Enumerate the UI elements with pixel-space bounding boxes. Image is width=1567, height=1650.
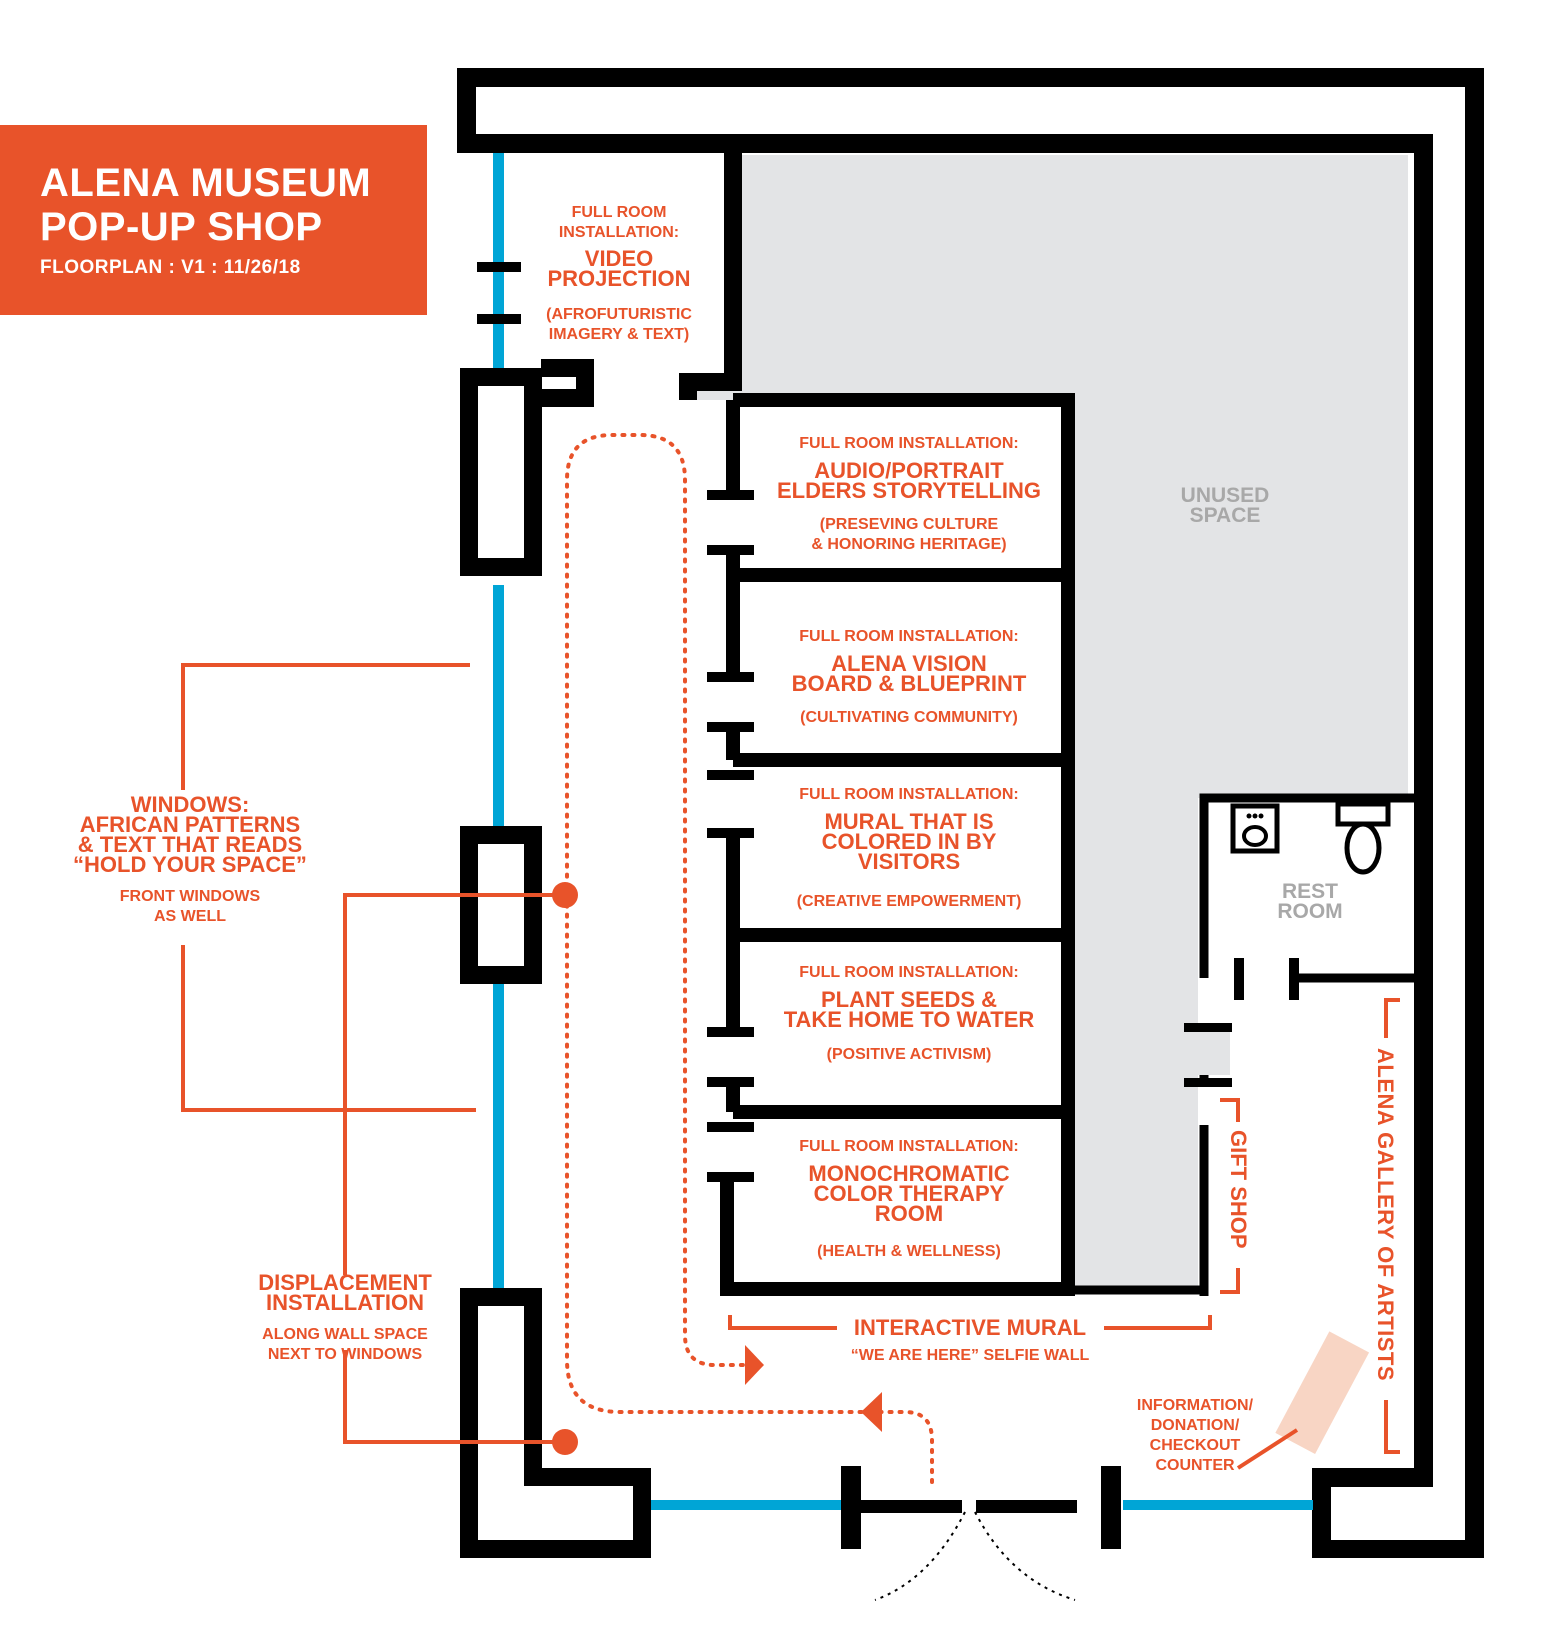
displacement-note: ALONG WALL SPACE bbox=[262, 1326, 428, 1343]
callout-dot-windows bbox=[552, 882, 578, 908]
video-header-1: FULL ROOM bbox=[571, 204, 667, 221]
room-name: TAKE HOME TO WATER bbox=[783, 1007, 1035, 1032]
room-theme: (CREATIVE EMPOWERMENT) bbox=[796, 893, 1022, 910]
room-name: COLORED IN BY bbox=[821, 829, 997, 854]
room-mural-label: FULL ROOM INSTALLATION: MURAL THAT IS CO… bbox=[750, 785, 1068, 912]
counter-line: COUNTER bbox=[1155, 1457, 1235, 1474]
callout-dot-displacement bbox=[552, 1429, 578, 1455]
windows-note: FRONT WINDOWS bbox=[119, 888, 261, 905]
info-counter-shape bbox=[1275, 1331, 1370, 1455]
room-name: ELDERS STORYTELLING bbox=[776, 478, 1042, 503]
gift-shop-label: GIFT SHOP bbox=[1226, 1130, 1251, 1249]
restroom-doors bbox=[1184, 958, 1299, 1087]
video-room-walls bbox=[679, 153, 742, 400]
restroom-label: REST ROOM bbox=[1255, 880, 1365, 923]
room-theme: & HONORING HERITAGE) bbox=[811, 536, 1007, 553]
room-header: FULL ROOM INSTALLATION: bbox=[799, 435, 1019, 452]
door-stubs bbox=[707, 490, 754, 1182]
room-name: MONOCHROMATIC bbox=[808, 1161, 1010, 1186]
room-header: FULL ROOM INSTALLATION: bbox=[799, 964, 1019, 981]
front-door bbox=[841, 1466, 1121, 1549]
windows-title: “HOLD YOUR SPACE” bbox=[73, 852, 307, 877]
room-header: FULL ROOM INSTALLATION: bbox=[799, 786, 1019, 803]
displacement-title: INSTALLATION bbox=[265, 1290, 425, 1315]
room-name: MURAL THAT IS bbox=[824, 809, 994, 834]
counter-line: DONATION/ bbox=[1150, 1417, 1240, 1434]
counter-callout: INFORMATION/ DONATION/ CHECKOUT COUNTER bbox=[1120, 1396, 1270, 1476]
window-ticks bbox=[477, 262, 521, 324]
windows-title: & TEXT THAT READS bbox=[77, 832, 303, 857]
unused-line: UNUSED bbox=[1180, 484, 1270, 507]
room-name: VISITORS bbox=[857, 849, 961, 874]
path-arrow-right bbox=[745, 1345, 764, 1385]
room-color-therapy-label: FULL ROOM INSTALLATION: MONOCHROMATIC CO… bbox=[750, 1137, 1068, 1262]
restroom-line: REST bbox=[1281, 880, 1338, 903]
corner-wall-left bbox=[460, 1288, 651, 1558]
toilet-icon bbox=[1335, 801, 1391, 875]
room-name: AUDIO/PORTRAIT bbox=[814, 458, 1004, 483]
room-seeds-label: FULL ROOM INSTALLATION: PLANT SEEDS & TA… bbox=[750, 963, 1068, 1065]
title-line1: ALENA MUSEUM bbox=[40, 161, 372, 205]
counter-line: CHECKOUT bbox=[1149, 1437, 1241, 1454]
callout-lines bbox=[181, 663, 1400, 1470]
windows-note: AS WELL bbox=[154, 908, 226, 925]
room-name: ROOM bbox=[874, 1201, 944, 1226]
outer-walls bbox=[457, 68, 1484, 1558]
restroom-line: ROOM bbox=[1277, 900, 1343, 923]
room-name: COLOR THERAPY bbox=[813, 1181, 1005, 1206]
title-line2: POP-UP SHOP bbox=[40, 205, 323, 249]
mural-note: “WE ARE HERE” SELFIE WALL bbox=[850, 1347, 1090, 1364]
room-header: FULL ROOM INSTALLATION: bbox=[799, 628, 1019, 645]
gift-shop-nook bbox=[1180, 1027, 1230, 1075]
room-theme: (CULTIVATING COMMUNITY) bbox=[800, 709, 1018, 726]
title-main: ALENA MUSEUM POP-UP SHOP bbox=[40, 161, 371, 249]
video-room-label: FULL ROOM INSTALLATION: VIDEO PROJECTION… bbox=[544, 203, 694, 345]
unused-line: SPACE bbox=[1189, 504, 1261, 527]
video-theme-2: IMAGERY & TEXT) bbox=[548, 326, 690, 343]
video-theme-1: (AFROFUTURISTIC bbox=[546, 306, 692, 323]
room-name: PLANT SEEDS & bbox=[820, 987, 998, 1012]
front-windows bbox=[651, 1500, 1313, 1510]
unused-space-label: UNUSED SPACE bbox=[1160, 484, 1290, 527]
displacement-callout: DISPLACEMENT INSTALLATION ALONG WALL SPA… bbox=[230, 1270, 460, 1365]
room-elders-label: FULL ROOM INSTALLATION: AUDIO/PORTRAIT E… bbox=[750, 434, 1068, 555]
left-windows bbox=[493, 153, 504, 1297]
windows-title: AFRICAN PATTERNS bbox=[79, 812, 301, 837]
counter-line: INFORMATION/ bbox=[1136, 1397, 1254, 1414]
path-arrow-left bbox=[861, 1392, 882, 1432]
title-subtitle: FLOORPLAN : V1 : 11/26/18 bbox=[40, 257, 301, 278]
pillars bbox=[460, 359, 594, 984]
room-theme: (PRESEVING CULTURE bbox=[819, 516, 999, 533]
video-header-2: INSTALLATION: bbox=[558, 224, 680, 241]
room-vision-label: FULL ROOM INSTALLATION: ALENA VISION BOA… bbox=[750, 627, 1068, 728]
displacement-note: NEXT TO WINDOWS bbox=[267, 1346, 423, 1363]
displacement-title: DISPLACEMENT bbox=[258, 1270, 432, 1295]
windows-title: WINDOWS: bbox=[130, 792, 250, 817]
interactive-mural-callout: INTERACTIVE MURAL “WE ARE HERE” SELFIE W… bbox=[830, 1315, 1110, 1366]
room-theme: (HEALTH & WELLNESS) bbox=[817, 1243, 1001, 1260]
video-name-1: VIDEO bbox=[584, 246, 654, 271]
room-name: ALENA VISION bbox=[831, 651, 987, 676]
mural-title: INTERACTIVE MURAL bbox=[853, 1315, 1087, 1340]
gallery-label: ALENA GALLERY OF ARTISTS bbox=[1373, 1048, 1398, 1382]
door-swing bbox=[874, 1511, 1076, 1601]
room-header: FULL ROOM INSTALLATION: bbox=[799, 1138, 1019, 1155]
unused-space-area bbox=[688, 155, 1408, 1290]
video-name-2: PROJECTION bbox=[547, 266, 691, 291]
visitor-path bbox=[565, 433, 934, 1484]
title-box: ALENA MUSEUM POP-UP SHOP FLOORPLAN : V1 … bbox=[0, 125, 427, 315]
room-name: BOARD & BLUEPRINT bbox=[791, 671, 1027, 696]
sink-icon bbox=[1230, 803, 1280, 854]
windows-callout: WINDOWS: AFRICAN PATTERNS & TEXT THAT RE… bbox=[40, 792, 340, 927]
room-theme: (POSITIVE ACTIVISM) bbox=[826, 1046, 992, 1063]
